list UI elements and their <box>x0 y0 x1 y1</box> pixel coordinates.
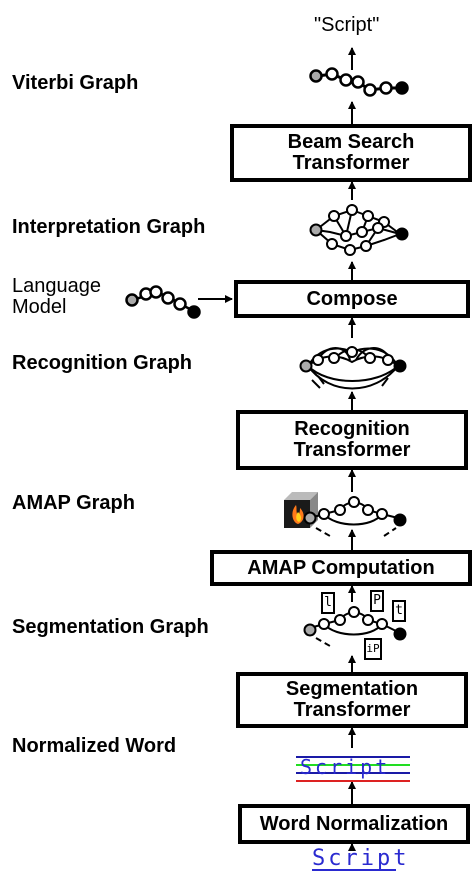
output-label: "Script" <box>314 14 380 36</box>
recognition-graph-label: Recognition Graph <box>12 352 192 374</box>
normalized-word-text: Script <box>300 755 391 779</box>
interpretation-graph-label: Interpretation Graph <box>12 216 206 238</box>
viterbi-graph <box>309 67 409 97</box>
flow-arrows <box>198 47 356 851</box>
segment-glyph-t: t <box>392 600 406 622</box>
beam-search-transformer-box: Beam Search Transformer <box>230 124 472 182</box>
recognition-transformer-box: Recognition Transformer <box>236 410 468 470</box>
amap-graph-label: AMAP Graph <box>12 492 135 514</box>
graph-start-node <box>309 69 323 83</box>
language-model-label: Language Model <box>12 275 101 318</box>
compose-box: Compose <box>234 280 470 318</box>
language-model-graph <box>125 285 201 319</box>
graph-end-node <box>395 81 409 95</box>
amap-computation-box: AMAP Computation <box>210 550 472 586</box>
amap-graph <box>303 496 407 537</box>
input-word-image: Script <box>312 846 410 871</box>
normalized-word-lines <box>296 756 410 782</box>
normalized-word-label: Normalized Word <box>12 735 177 757</box>
segmentation-graph <box>303 606 407 647</box>
segment-glyph-l: l <box>321 592 335 614</box>
recognition-graph <box>299 346 407 390</box>
segment-glyph-p: P <box>370 590 384 612</box>
interpretation-graph <box>309 204 409 256</box>
segmentation-graph-label: Segmentation Graph <box>12 616 209 638</box>
segment-glyph-ip: iP <box>364 638 382 660</box>
word-normalization-box: Word Normalization <box>238 804 470 844</box>
viterbi-graph-label: Viterbi Graph <box>12 72 139 94</box>
segmentation-transformer-box: Segmentation Transformer <box>236 672 468 728</box>
